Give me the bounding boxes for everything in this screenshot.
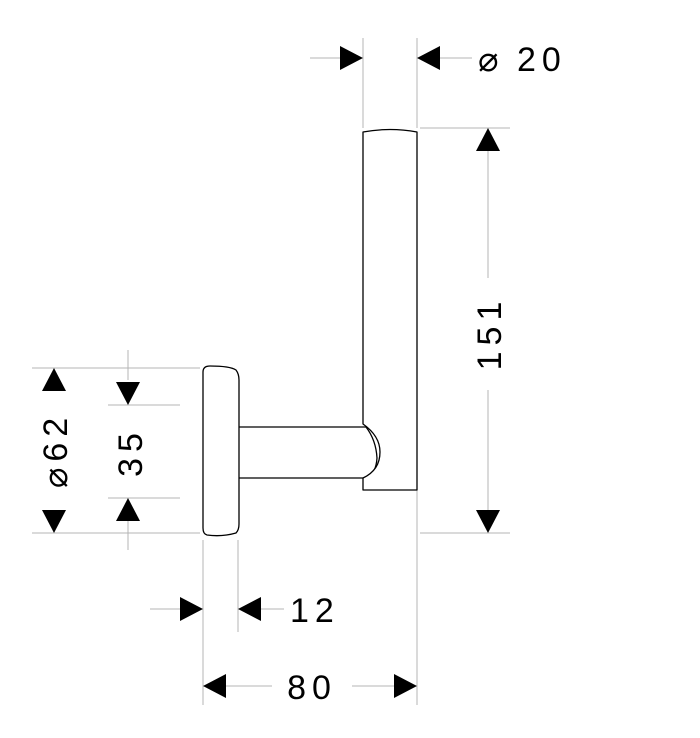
svg-text:⌀62: ⌀62 (37, 412, 75, 488)
dimension-arm-height: 35 (112, 427, 150, 477)
arrow-up-151 (476, 128, 500, 151)
diameter-symbol-icon: ⌀ (478, 41, 504, 79)
rosette-shape (202, 365, 240, 537)
label-151: 151 (471, 296, 509, 371)
dimension-base-diameter: 62 (37, 412, 75, 462)
arrow-up-diam62 (42, 368, 66, 391)
diameter-symbol-icon: ⌀ (37, 462, 75, 488)
arrow-right-12 (180, 597, 203, 621)
arrow-left-12 (238, 597, 261, 621)
product-outline (202, 128, 418, 537)
dimension-base-thickness: 12 (290, 592, 340, 630)
arrow-left-80 (203, 674, 226, 698)
dimension-top-diameter: 20 (517, 41, 567, 79)
arrow-down-35 (116, 382, 140, 405)
dimension-height: 151 (471, 296, 509, 371)
arrow-up-35 (116, 498, 140, 521)
post-shape (362, 128, 418, 491)
extension-lines (32, 38, 510, 705)
label-35: 35 (112, 427, 150, 477)
arrow-right-diam20 (340, 46, 363, 70)
arm-shape (235, 426, 378, 479)
arrow-right-80 (394, 674, 417, 698)
arrow-left-diam20 (417, 46, 440, 70)
dimension-projection: 80 (287, 669, 337, 707)
arrow-down-151 (476, 510, 500, 533)
arrow-down-diam62 (42, 510, 66, 533)
label-diam62: ⌀62 (37, 412, 75, 488)
label-diam20: ⌀ 20 (478, 41, 567, 79)
dimension-arrows (42, 46, 500, 698)
